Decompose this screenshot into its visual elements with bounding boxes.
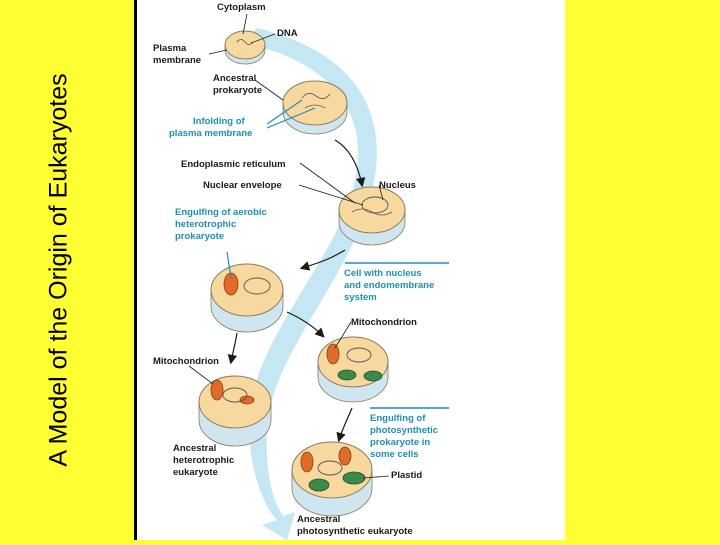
label-endomembrane-3: system [344,292,377,303]
process-arrow-4 [231,333,237,362]
label-mitochondrion-left: Mitochondrion [153,356,219,367]
label-endomembrane-1: Cell with nucleus [344,268,422,279]
label-photo-euk-2: photosynthetic eukaryote [297,526,413,537]
label-plasma-membrane-1: Plasma [153,43,187,54]
diagram-panel: Cytoplasm DNA Plasma membrane Ancestral … [137,0,565,540]
label-aerobic-1: Engulfing of aerobic [175,207,267,218]
label-nucleus: Nucleus [379,180,416,191]
label-endomembrane-2: and endomembrane [344,280,434,291]
leader-er [300,163,355,203]
label-photo-4: some cells [370,449,419,460]
slide-title: A Model of the Origin of Eukaryotes [44,0,74,540]
label-ancestral-prokaryote-2: prokaryote [213,85,262,96]
label-aerobic-3: prokaryote [175,231,224,242]
label-infolding-2: plasma membrane [169,128,252,139]
cell-7-photosynthetic-eukaryote [292,442,372,516]
label-plastid: Plastid [391,470,422,481]
process-arrow-5 [339,408,352,440]
cell-6-heterotrophic-eukaryote [199,376,271,446]
label-cytoplasm: Cytoplasm [217,2,266,13]
cell-5-mitochondrion [318,337,388,402]
origin-diagram: Cytoplasm DNA Plasma membrane Ancestral … [137,0,565,540]
label-photo-3: prokaryote in [370,437,430,448]
right-bar [565,0,720,540]
label-mitochondrion-right: Mitochondrion [351,317,417,328]
cell-1-ancestral-prokaryote [225,31,265,64]
label-ancestral-prokaryote-1: Ancestral [213,73,256,84]
label-nuclear-envelope: Nuclear envelope [203,180,282,191]
label-photo-euk-1: Ancestral [297,514,340,525]
leader-mito-left [189,366,213,384]
label-hetero-1: Ancestral [173,443,216,454]
slide-title-text: A Model of the Origin of Eukaryotes [45,73,74,466]
label-aerobic-2: heterotrophic [175,219,236,230]
label-dna: DNA [277,28,298,39]
cell-4-engulfing-aerobic [211,264,283,332]
leader-plasma [209,50,227,54]
label-photo-2: photosynthetic [370,425,438,436]
cell-2-infolding [283,81,347,134]
label-photo-1: Engulfing of [370,413,426,424]
cell-3-nucleus [339,187,405,245]
label-infolding-1: Infolding of [193,116,246,127]
label-hetero-3: eukaryote [173,467,218,478]
label-hetero-2: heterotrophic [173,455,234,466]
label-er: Endoplasmic reticulum [181,159,286,170]
label-plasma-membrane-2: membrane [153,55,201,66]
